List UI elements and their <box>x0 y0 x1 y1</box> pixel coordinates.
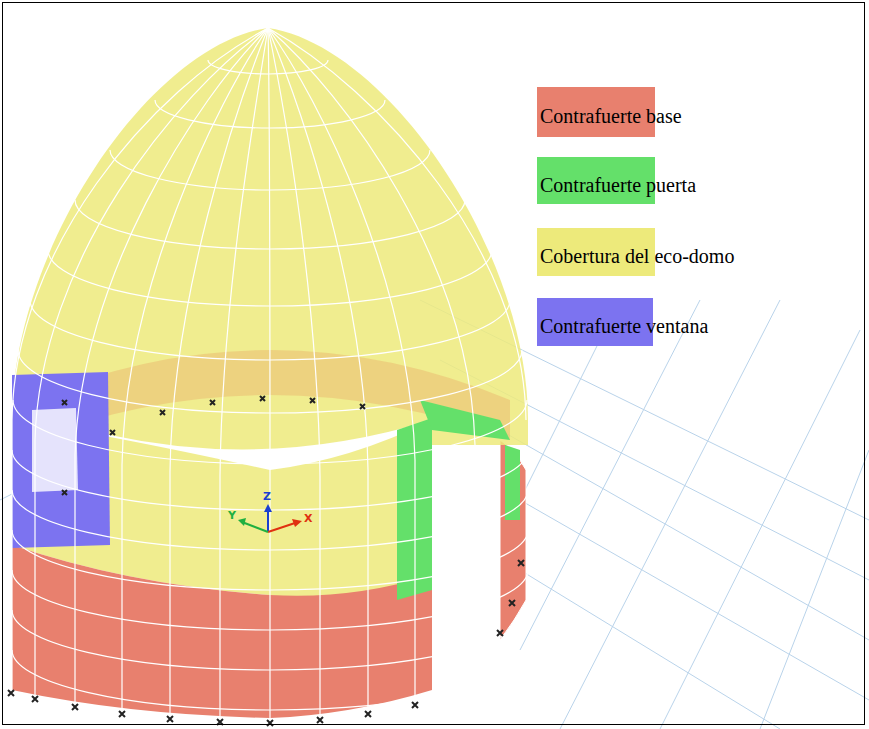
axis-label: Z <box>263 491 271 503</box>
window-opening <box>32 408 78 492</box>
axis-label: Y <box>228 510 236 522</box>
legend-text: Contrafuerte puerta <box>537 157 696 197</box>
axis-label: X <box>304 513 312 525</box>
window-buttress <box>12 372 110 548</box>
mesh-lines <box>12 28 528 719</box>
legend-item: Cobertura del eco-domo <box>537 228 734 276</box>
legend-text: Contrafuerte ventana <box>537 298 708 338</box>
legend-item: Contrafuerte ventana <box>537 298 708 346</box>
axes <box>238 504 302 532</box>
legend-item: Contrafuerte base <box>537 87 682 137</box>
support-symbols <box>8 396 524 726</box>
legend-text: Contrafuerte base <box>537 87 682 128</box>
legend-item: Contrafuerte puerta <box>537 157 696 204</box>
door-top <box>420 400 510 440</box>
door-side <box>505 445 520 520</box>
legend-text: Cobertura del eco-domo <box>537 228 734 268</box>
